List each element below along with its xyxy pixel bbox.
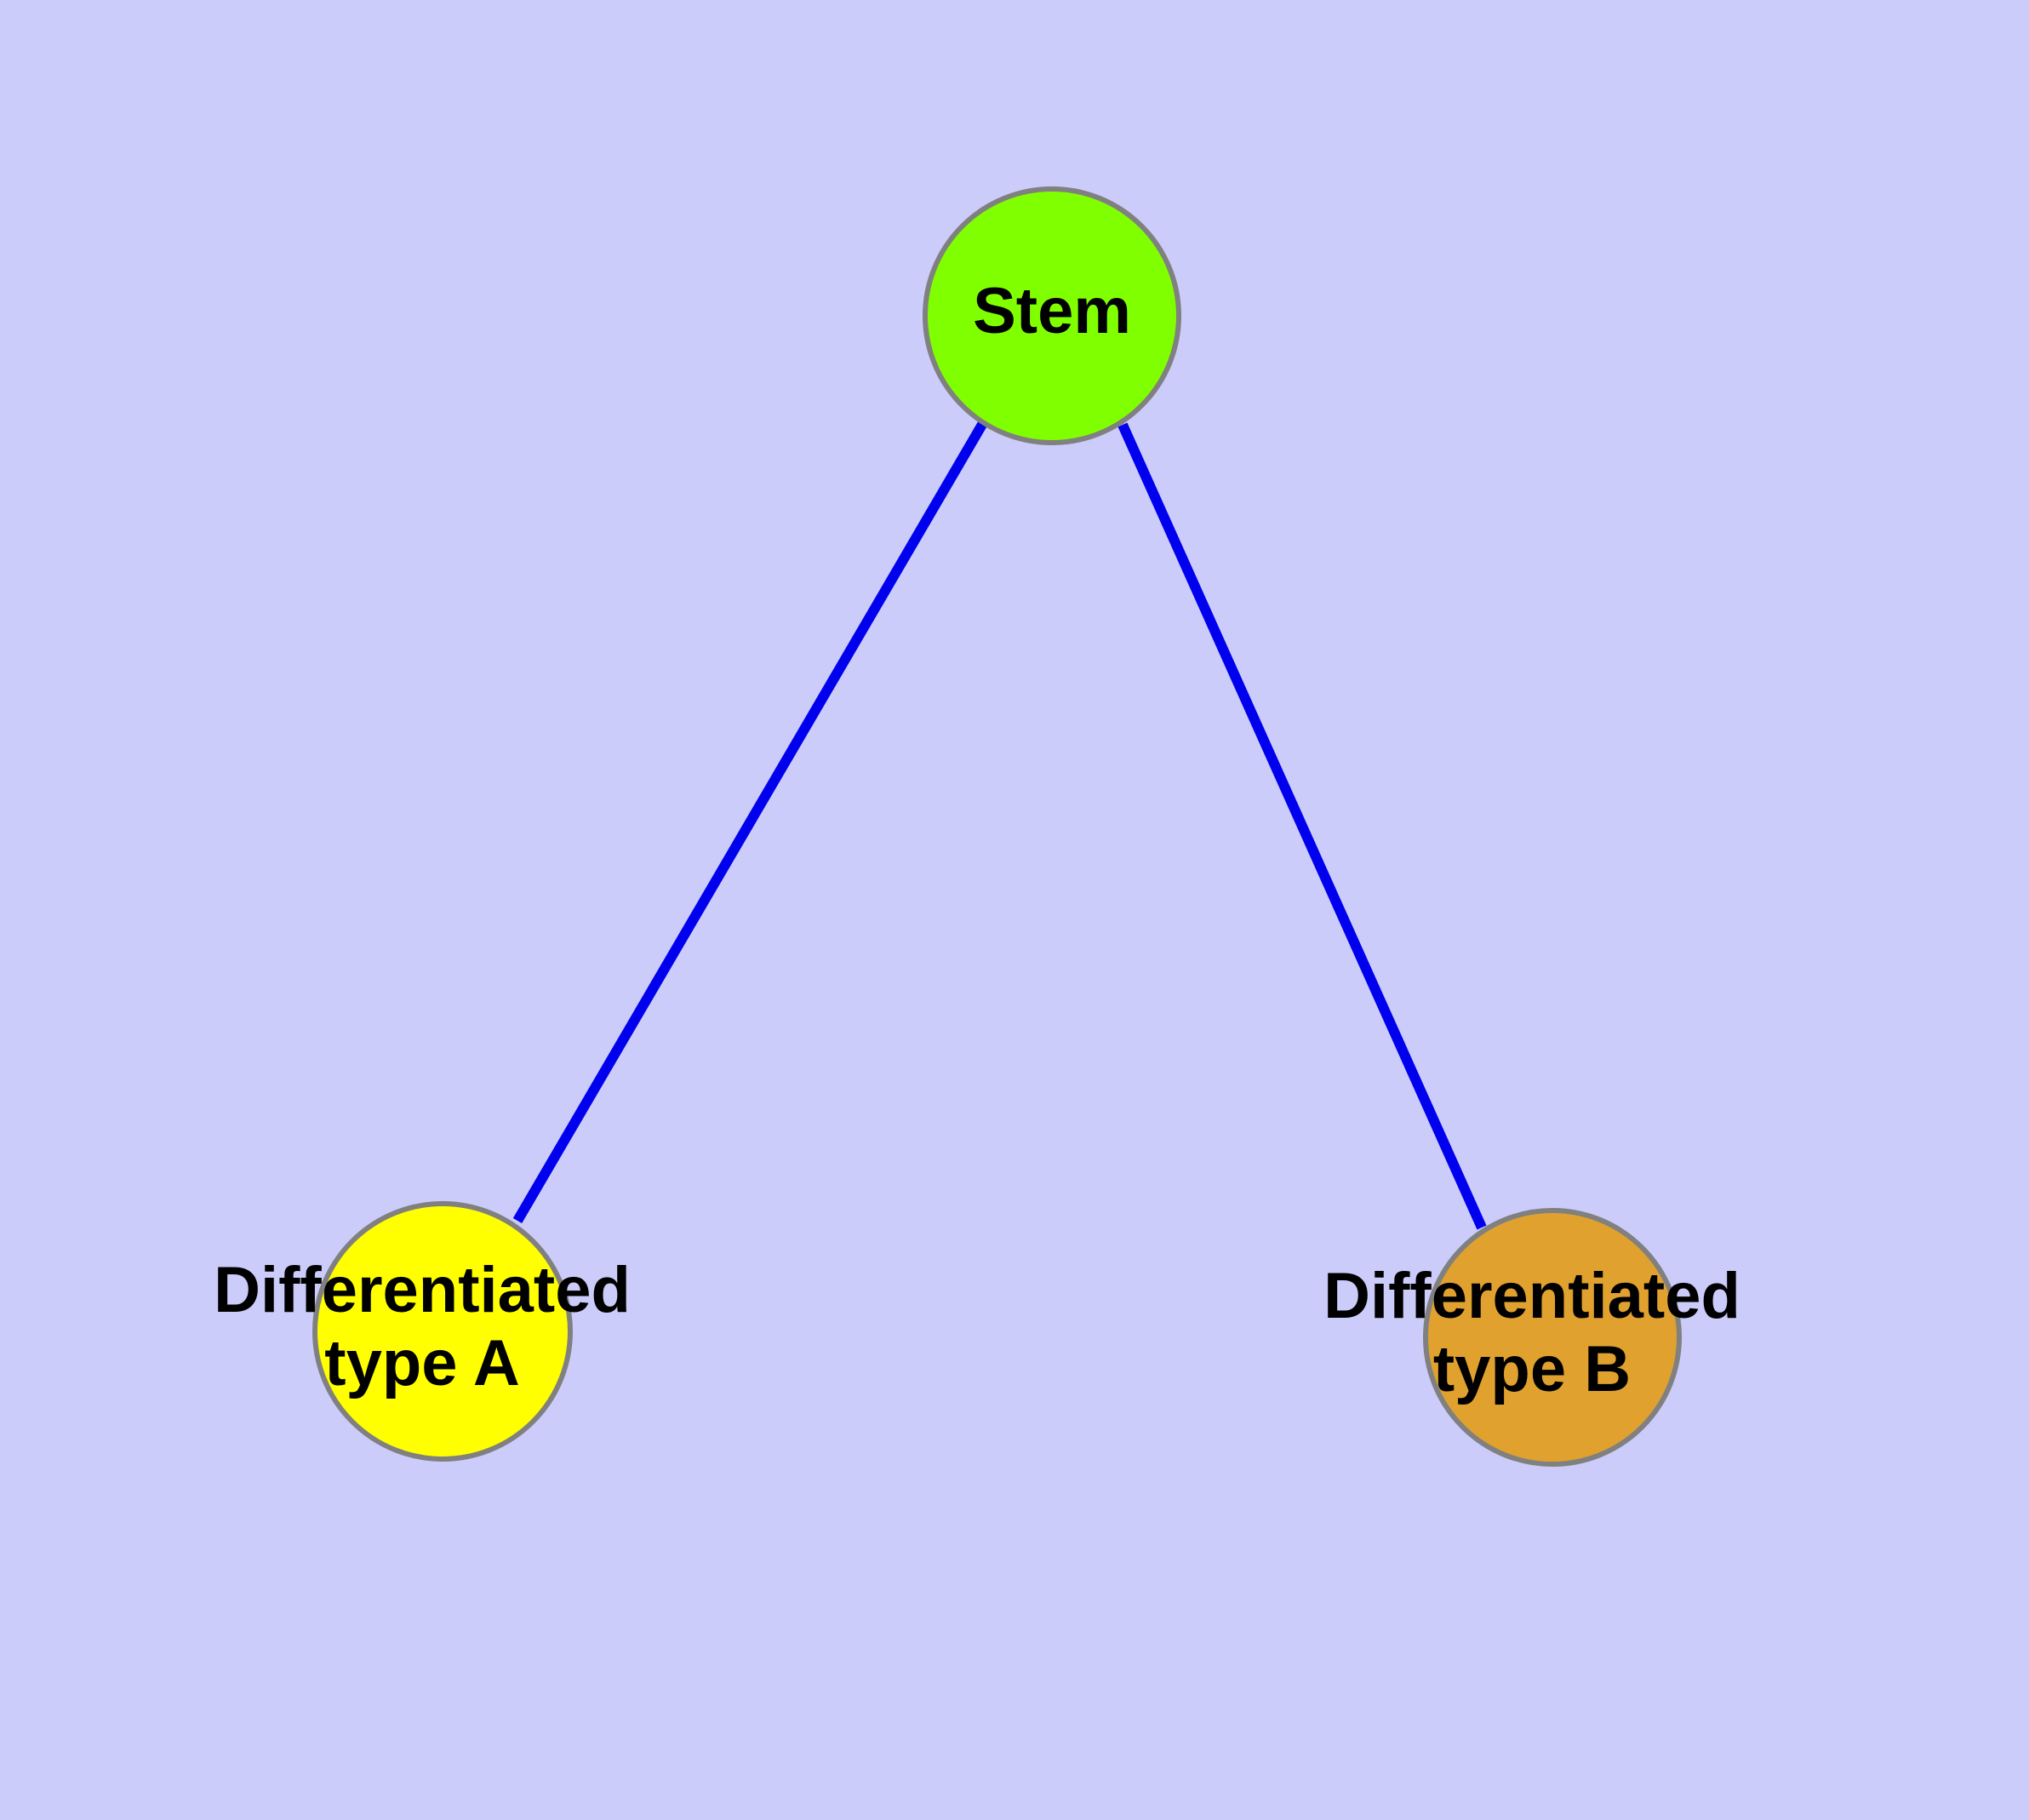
node-circle-stem[interactable]	[923, 186, 1181, 445]
node-label-line: Differentiated	[214, 1254, 631, 1326]
graph-node-diff_b[interactable]	[1423, 1208, 1682, 1467]
graph-edge-stem-to-diff-b[interactable]	[1117, 422, 1487, 1230]
graph-node-diff_a[interactable]	[312, 1201, 573, 1462]
node-circle-diff_b[interactable]	[1423, 1208, 1682, 1467]
node-circle-diff_a[interactable]	[312, 1201, 573, 1462]
node-layer	[312, 186, 1682, 1467]
graph-edge-stem-to-diff-a[interactable]	[512, 420, 988, 1224]
edge-layer	[512, 420, 1487, 1230]
graph-node-stem[interactable]	[923, 186, 1181, 445]
node-label-stem: Stem	[973, 275, 1131, 347]
node-label-line: type A	[324, 1327, 519, 1399]
node-label-line: type B	[1433, 1333, 1631, 1405]
node-label-line: Differentiated	[1323, 1260, 1740, 1332]
node-label-line: Stem	[973, 275, 1131, 347]
